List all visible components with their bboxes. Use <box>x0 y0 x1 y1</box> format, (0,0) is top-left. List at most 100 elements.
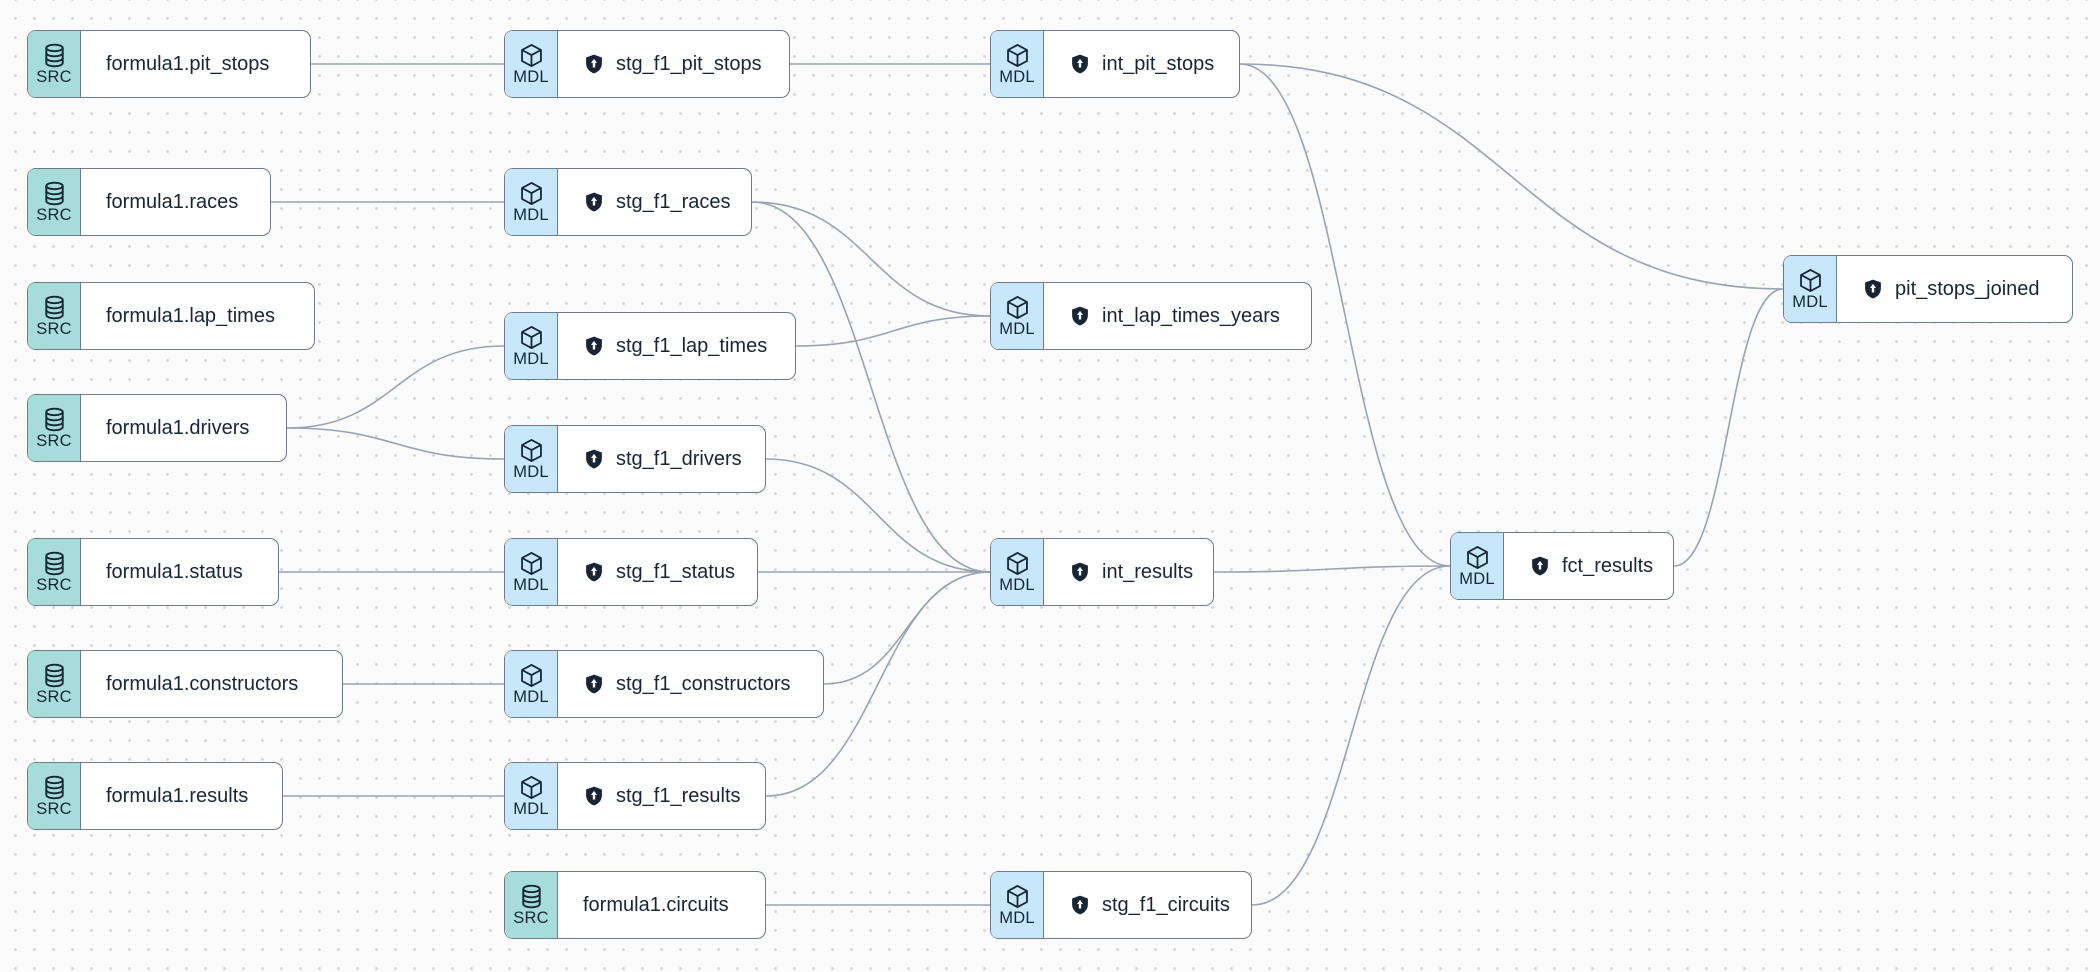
node-type-badge: MDL <box>505 169 558 235</box>
shield-icon <box>586 674 602 694</box>
shield-icon <box>1532 556 1548 576</box>
model-cube-icon <box>520 326 542 349</box>
node-name-wrap: formula1.results <box>81 763 282 829</box>
model-cube-icon <box>520 776 542 799</box>
node-int_lap_times_years[interactable]: MDL int_lap_times_years <box>990 282 1312 350</box>
node-name: int_lap_times_years <box>1102 304 1280 327</box>
model-cube-icon <box>1006 552 1028 575</box>
node-name-wrap: fct_results <box>1504 533 1673 599</box>
edge-stg_races-to-int_results <box>751 201 991 573</box>
node-type-badge: MDL <box>505 31 558 97</box>
model-cube-icon <box>520 439 542 462</box>
model-cube-icon <box>1006 44 1028 67</box>
edge-stg_drivers-to-int_results <box>765 458 991 573</box>
node-type-badge: MDL <box>991 283 1044 349</box>
node-type-label: MDL <box>513 576 549 594</box>
node-type-label: MDL <box>513 350 549 368</box>
node-type-badge: SRC <box>505 872 558 938</box>
node-name-wrap: pit_stops_joined <box>1837 256 2072 322</box>
edge-stg_results-to-int_results <box>765 571 991 797</box>
node-name: stg_f1_circuits <box>1102 893 1230 916</box>
node-name: stg_f1_status <box>616 560 735 583</box>
node-name-wrap: stg_f1_status <box>558 539 757 605</box>
node-type-label: SRC <box>36 68 72 86</box>
node-stg_results[interactable]: MDL stg_f1_results <box>504 762 766 830</box>
node-name-wrap: int_results <box>1044 539 1213 605</box>
database-icon <box>44 775 64 800</box>
node-stg_races[interactable]: MDL stg_f1_races <box>504 168 752 236</box>
node-type-label: SRC <box>36 432 72 450</box>
node-name: int_pit_stops <box>1102 52 1215 75</box>
node-name: stg_f1_pit_stops <box>616 52 762 75</box>
node-type-badge: MDL <box>991 872 1044 938</box>
edge-stg_lap_times-to-int_lap_times_years <box>795 315 991 347</box>
node-src_results[interactable]: SRC formula1.results <box>27 762 283 830</box>
node-name-wrap: stg_f1_circuits <box>1044 872 1251 938</box>
shield-icon <box>1072 54 1088 74</box>
node-type-badge: MDL <box>991 31 1044 97</box>
shield-icon <box>1072 895 1088 915</box>
node-stg_pit_stops[interactable]: MDL stg_f1_pit_stops <box>504 30 790 98</box>
node-name: pit_stops_joined <box>1895 277 2040 300</box>
node-name: formula1.circuits <box>583 893 729 916</box>
database-icon <box>44 181 64 206</box>
node-type-label: SRC <box>36 320 72 338</box>
node-name: stg_f1_drivers <box>616 447 742 470</box>
model-cube-icon <box>520 664 542 687</box>
node-type-label: SRC <box>36 576 72 594</box>
edge-int_pit_stops-to-pit_stops_joined <box>1239 63 1784 290</box>
edge-src_drivers-to-stg_drivers <box>286 427 505 460</box>
node-name-wrap: formula1.status <box>81 539 278 605</box>
model-cube-icon <box>520 182 542 205</box>
node-type-label: MDL <box>513 68 549 86</box>
model-cube-icon <box>1006 885 1028 908</box>
node-type-badge: SRC <box>28 763 81 829</box>
node-name-wrap: stg_f1_drivers <box>558 426 765 492</box>
node-stg_circuits[interactable]: MDL stg_f1_circuits <box>990 871 1252 939</box>
node-stg_status[interactable]: MDL stg_f1_status <box>504 538 758 606</box>
node-type-label: SRC <box>36 800 72 818</box>
node-src_status[interactable]: SRC formula1.status <box>27 538 279 606</box>
node-type-badge: MDL <box>505 539 558 605</box>
edge-fct_results-to-pit_stops_joined <box>1673 288 1784 567</box>
node-stg_lap_times[interactable]: MDL stg_f1_lap_times <box>504 312 796 380</box>
node-name-wrap: int_pit_stops <box>1044 31 1239 97</box>
node-type-badge: MDL <box>505 763 558 829</box>
edge-int_pit_stops-to-fct_results <box>1239 63 1451 567</box>
model-cube-icon <box>1006 296 1028 319</box>
node-type-label: MDL <box>513 688 549 706</box>
node-name: fct_results <box>1562 554 1654 577</box>
shield-icon <box>586 192 602 212</box>
database-icon <box>521 884 541 909</box>
node-type-badge: SRC <box>28 395 81 461</box>
node-name-wrap: stg_f1_races <box>558 169 751 235</box>
node-name-wrap: formula1.pit_stops <box>81 31 310 97</box>
database-icon <box>44 43 64 68</box>
node-name-wrap: formula1.races <box>81 169 270 235</box>
node-name-wrap: stg_f1_lap_times <box>558 313 795 379</box>
model-cube-icon <box>520 44 542 67</box>
node-int_pit_stops[interactable]: MDL int_pit_stops <box>990 30 1240 98</box>
node-src_lap_times[interactable]: SRC formula1.lap_times <box>27 282 315 350</box>
node-name: formula1.lap_times <box>106 304 275 327</box>
node-src_circuits[interactable]: SRC formula1.circuits <box>504 871 766 939</box>
model-cube-icon <box>520 552 542 575</box>
node-name-wrap: formula1.drivers <box>81 395 286 461</box>
node-src_pit_stops[interactable]: SRC formula1.pit_stops <box>27 30 311 98</box>
node-name: stg_f1_races <box>616 190 731 213</box>
database-icon <box>44 551 64 576</box>
node-type-badge: SRC <box>28 651 81 717</box>
model-cube-icon <box>1466 546 1488 569</box>
shield-icon <box>586 786 602 806</box>
node-type-label: MDL <box>513 206 549 224</box>
node-src_drivers[interactable]: SRC formula1.drivers <box>27 394 287 462</box>
node-name: stg_f1_results <box>616 784 741 807</box>
